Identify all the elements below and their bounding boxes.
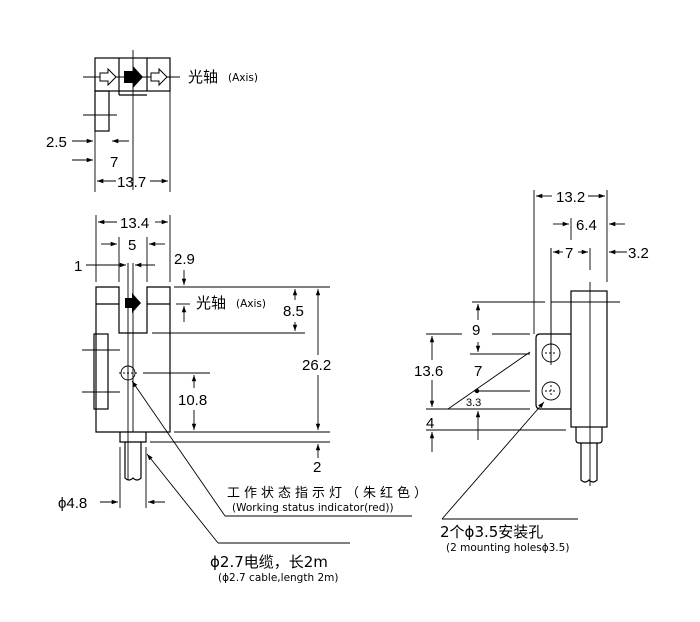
dim-13.2: 13.2: [556, 189, 585, 206]
dim-1: 1: [74, 258, 82, 275]
dim-2.9: 2.9: [174, 251, 195, 268]
side-view-body: [570, 290, 608, 428]
front-view-body: [95, 286, 171, 433]
side-view: 13.2 6.4 7 3.2 9 7 3.3 13.6: [414, 189, 649, 554]
dim-6.4: 6.4: [576, 217, 597, 234]
top-view-body: [94, 57, 171, 92]
front-axis-label-en: (Axis): [236, 298, 266, 310]
dim-9: 9: [472, 322, 480, 339]
top-view: 光轴 (Axis) 2.5 7 13.7: [46, 50, 258, 192]
mounting-flange: [535, 333, 571, 410]
indicator-label-en: (Working status indicator(red)): [232, 502, 394, 514]
indicator-label-cn: 工作状态指示灯（朱红色）: [227, 485, 431, 501]
cable-label-cn: ϕ2.7电缆，长2m: [210, 553, 328, 571]
mounting-hole-icon: [541, 381, 561, 401]
solid-arrow-icon: [124, 66, 143, 88]
dim-10.8: 10.8: [178, 392, 207, 409]
dim-3.2: 3.2: [628, 245, 649, 262]
dim-2: 2: [313, 459, 321, 476]
dim-13.6: 13.6: [414, 363, 443, 380]
dim-13.7: 13.7: [117, 174, 146, 191]
dim-3.3: 3.3: [466, 397, 481, 409]
hollow-arrow-icon: [99, 67, 117, 87]
dim-26.2: 26.2: [302, 357, 331, 374]
top-axis-label-en: (Axis): [228, 72, 258, 84]
front-axis-label-cn: 光轴: [196, 294, 226, 312]
dim-7-side: 7: [565, 245, 573, 262]
dim-7-top: 7: [110, 154, 118, 171]
cable: [124, 442, 142, 481]
dim-2.5: 2.5: [46, 134, 67, 151]
dim-4.8: ϕ4.8: [58, 495, 87, 512]
dim-13.4: 13.4: [120, 215, 149, 232]
cable-label-en: (ϕ2.7 cable,length 2m): [218, 572, 338, 584]
solid-arrow-icon: [125, 293, 141, 313]
dim-7-pitch: 7: [474, 363, 482, 380]
hollow-arrow-icon: [150, 67, 168, 87]
dim-8.5: 8.5: [283, 303, 304, 320]
cable: [580, 443, 598, 483]
top-view-tab: [94, 90, 110, 132]
holes-label-cn: 2个ϕ3.5安装孔: [440, 523, 543, 541]
dim-5: 5: [128, 237, 136, 254]
holes-label-en: (2 mounting holesϕ3.5): [446, 542, 569, 554]
dim-4: 4: [426, 415, 434, 432]
front-view: 13.4 5 1 2.9 光轴 (Axis) 8.5 26.2 10.8: [58, 215, 431, 584]
top-axis-label-cn: 光轴: [188, 68, 218, 86]
